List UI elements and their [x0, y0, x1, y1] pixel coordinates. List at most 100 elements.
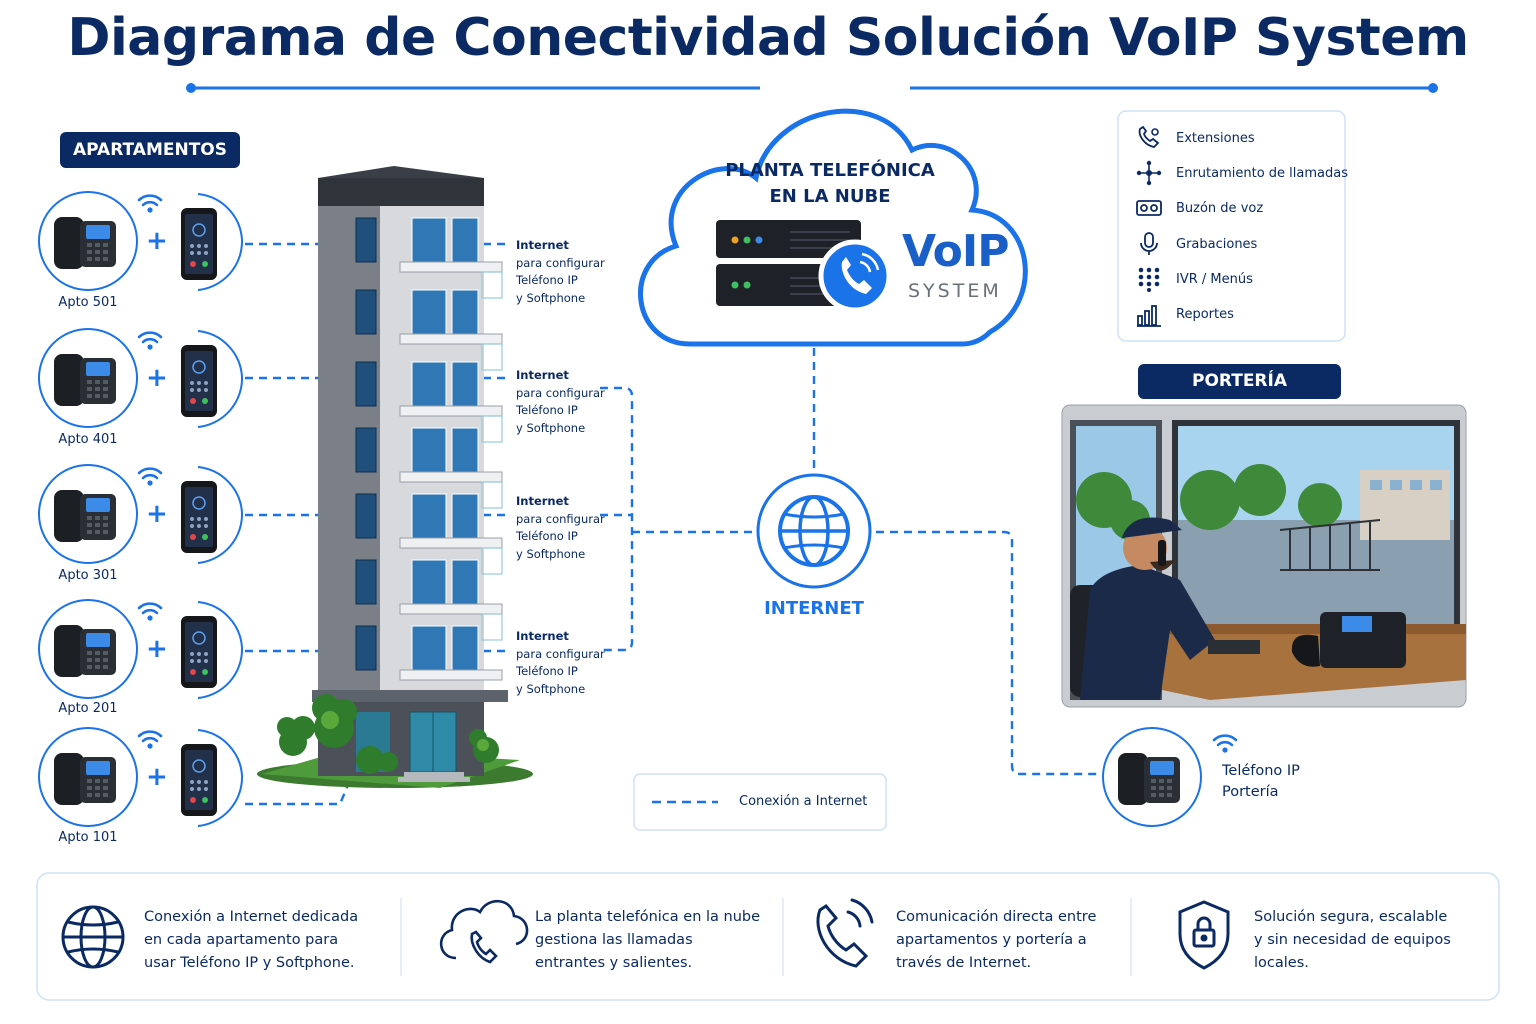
apto-201-devices: [38, 599, 244, 699]
plus-sign: +: [146, 363, 168, 393]
apto-401-devices: [38, 328, 244, 428]
note-line: y Softphone: [516, 290, 586, 305]
shield-lock-icon: [1178, 900, 1230, 970]
phone-badge-icon: [818, 239, 892, 313]
desk-phone-icon: [54, 354, 116, 406]
features-list: Extensiones Enrutamiento de llamadas Buz…: [1118, 123, 1348, 333]
phone-call-icon: [816, 898, 874, 968]
porteria-scene: [1061, 404, 1467, 708]
internet-globe-icon: [756, 473, 872, 589]
bottom-summary: [36, 872, 1500, 1001]
bottom-item-connection: Conexión a Internet dedicada en cada apa…: [144, 906, 358, 975]
apto-301-devices: [38, 464, 244, 564]
bottom-item-communication: Comunicación directa entre apartamentos …: [896, 906, 1096, 975]
bottom-line: entrantes y salientes.: [535, 955, 693, 971]
feature-label: Enrutamiento de llamadas: [1176, 165, 1348, 181]
note-title: Internet: [516, 629, 569, 643]
smartphone-icon: [180, 207, 218, 281]
smartphone-icon: [180, 480, 218, 554]
cloud-title-line: PLANTA TELEFÓNICA: [725, 160, 935, 181]
plus-sign: +: [146, 499, 168, 529]
porteria-phone-label: Teléfono IP Portería: [1222, 761, 1300, 803]
bottom-line: en cada apartamento para: [144, 932, 339, 948]
note-line: y Softphone: [516, 681, 586, 696]
keypad-icon: [1138, 267, 1160, 292]
phone-settings-icon: [1138, 125, 1160, 148]
bottom-line: Conexión a Internet dedicada: [144, 909, 359, 925]
porteria-ip-phone: [1102, 727, 1238, 827]
feature-label: Buzón de voz: [1176, 200, 1264, 216]
bottom-line: través de Internet.: [896, 955, 1032, 971]
voip-brand: VoIP: [902, 226, 1009, 277]
smartphone-icon: [180, 743, 218, 817]
note-line: para configurar: [516, 646, 605, 661]
cloud-title: PLANTA TELEFÓNICA EN LA NUBE: [700, 158, 960, 210]
bottom-item-cloud: La planta telefónica en la nube gestiona…: [535, 906, 760, 975]
note-line: para configurar: [516, 511, 605, 526]
apto-501-label: Apto 501: [58, 295, 118, 310]
wifi-icon: [137, 331, 163, 351]
feature-extensions: Extensiones: [1118, 123, 1348, 153]
feature-label: Grabaciones: [1176, 236, 1258, 252]
page-title: Diagrama de Conectividad Solución VoIP S…: [67, 8, 1469, 68]
bottom-line: usar Teléfono IP y Softphone.: [144, 955, 355, 971]
apto-101-devices: [38, 727, 244, 827]
internet-note-2: Internet para configurar Teléfono IP y S…: [516, 367, 626, 437]
feature-voicemail: Buzón de voz: [1118, 193, 1348, 223]
feature-routing: Enrutamiento de llamadas: [1118, 158, 1348, 188]
apto-401-label: Apto 401: [58, 432, 118, 447]
bottom-line: Comunicación directa entre: [896, 909, 1097, 925]
microphone-icon: [1140, 232, 1158, 255]
note-line: Teléfono IP: [516, 403, 578, 417]
feature-ivr: IVR / Menús: [1118, 264, 1348, 294]
wifi-icon: [137, 602, 163, 622]
bottom-line: Solución segura, escalable: [1254, 909, 1448, 925]
legend: [633, 773, 887, 831]
note-line: Teléfono IP: [516, 529, 578, 543]
feature-label: Reportes: [1176, 306, 1234, 322]
internet-note-3: Internet para configurar Teléfono IP y S…: [516, 493, 626, 563]
apartment-building: [257, 166, 533, 788]
wifi-icon: [137, 467, 163, 487]
wifi-icon: [137, 194, 163, 214]
desk-phone-icon: [54, 625, 116, 677]
note-title: Internet: [516, 238, 569, 252]
internet-label: INTERNET: [764, 598, 864, 619]
bottom-item-security: Solución segura, escalable y sin necesid…: [1254, 906, 1451, 975]
cloud-title-line: EN LA NUBE: [769, 186, 891, 207]
smartphone-icon: [180, 615, 218, 689]
apto-501-devices: [38, 191, 244, 291]
feature-reports: Reportes: [1118, 299, 1348, 329]
apartment-units: [38, 191, 244, 827]
porteria-phone-line: Portería: [1222, 784, 1279, 800]
apartments-header: APARTAMENTOS: [60, 132, 240, 168]
globe-icon: [61, 905, 125, 969]
title-rule: [186, 83, 1438, 93]
bottom-line: apartamentos y portería a: [896, 932, 1087, 948]
internet-note-4: Internet para configurar Teléfono IP y S…: [516, 628, 626, 698]
bottom-line: y sin necesidad de equipos: [1254, 932, 1451, 948]
bottom-line: La planta telefónica en la nube: [535, 909, 761, 925]
apto-301-label: Apto 301: [58, 568, 118, 583]
apto-201-label: Apto 201: [58, 701, 118, 716]
voip-brand-sub: SYSTEM: [908, 280, 1002, 302]
cloud-pbx: [638, 108, 1028, 347]
plus-sign: +: [146, 762, 168, 792]
feature-label: IVR / Menús: [1176, 271, 1253, 287]
porteria-header: PORTERÍA: [1138, 364, 1341, 399]
features-panel: [1117, 110, 1346, 342]
smartphone-icon: [180, 344, 218, 418]
voicemail-icon: [1136, 200, 1162, 216]
cloud-phone-icon: [439, 899, 529, 964]
feature-recordings: Grabaciones: [1118, 229, 1348, 259]
note-line: y Softphone: [516, 420, 586, 435]
note-line: Teléfono IP: [516, 664, 578, 678]
note-line: para configurar: [516, 385, 605, 400]
porteria-phone-line: Teléfono IP: [1222, 763, 1300, 779]
apto-101-label: Apto 101: [58, 830, 118, 845]
note-line: Teléfono IP: [516, 273, 578, 287]
bottom-line: gestiona las llamadas: [535, 932, 693, 948]
routing-icon: [1136, 160, 1162, 186]
plus-sign: +: [146, 226, 168, 256]
